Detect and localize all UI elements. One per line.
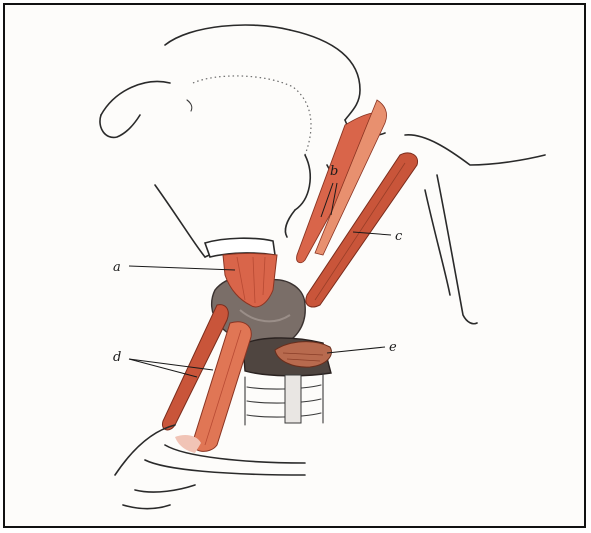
leader-d1 (129, 359, 197, 377)
trachea (245, 373, 323, 425)
label-c: c (395, 229, 403, 244)
leader-e (327, 347, 385, 353)
label-a: a (113, 260, 121, 275)
label-d: d (113, 350, 121, 365)
label-e: e (389, 340, 397, 355)
neck-muscle-illustration: a b c d e (5, 5, 586, 528)
label-b: b (330, 164, 338, 179)
figure-frame: a b c d e (3, 3, 586, 528)
leader-a (129, 266, 235, 270)
